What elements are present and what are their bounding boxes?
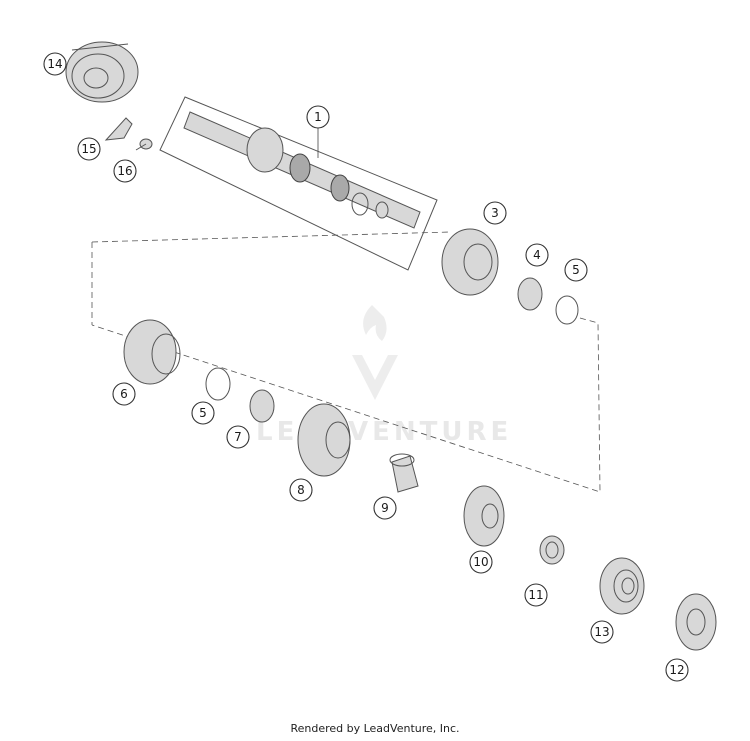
group-outline	[91, 231, 601, 493]
callout-9: 9	[373, 496, 397, 520]
lever-15	[104, 117, 133, 141]
bushing-9	[389, 453, 419, 493]
watermark-text: LEADVENTURE	[256, 417, 512, 447]
callout-13: 13	[590, 620, 614, 644]
callout-5-upper: 5	[564, 258, 588, 282]
svg-text:9: 9	[381, 501, 389, 515]
callout-5-lower: 5	[191, 401, 215, 425]
bearing-13	[599, 557, 645, 615]
callout-6: 6	[112, 382, 136, 406]
callout-11: 11	[524, 583, 548, 607]
svg-text:4: 4	[533, 248, 541, 262]
callout-1: 1	[306, 105, 330, 129]
callout-15: 15	[77, 137, 101, 161]
footer-credit: Rendered by LeadVenture, Inc.	[290, 722, 460, 735]
svg-text:5: 5	[199, 406, 207, 420]
washer-4	[517, 277, 543, 311]
svg-text:14: 14	[47, 57, 62, 71]
circlip-5-lower	[205, 367, 231, 401]
svg-text:11: 11	[528, 588, 543, 602]
callout-8: 8	[289, 478, 313, 502]
svg-text:6: 6	[120, 387, 128, 401]
watermark-logo	[352, 305, 398, 400]
svg-text:7: 7	[234, 430, 242, 444]
svg-text:13: 13	[594, 625, 609, 639]
svg-text:16: 16	[117, 164, 132, 178]
gear-6	[123, 319, 181, 385]
sleeve-11	[539, 535, 565, 565]
gear-3	[441, 228, 499, 296]
callout-7: 7	[226, 425, 250, 449]
svg-text:3: 3	[491, 206, 499, 220]
callout-4: 4	[525, 243, 549, 267]
gear-10	[463, 485, 505, 547]
svg-text:12: 12	[669, 663, 684, 677]
callout-10: 10	[469, 550, 493, 574]
bearing-14	[65, 41, 139, 103]
gear-8	[297, 403, 351, 477]
callout-14: 14	[43, 52, 67, 76]
shaft-1	[183, 111, 421, 229]
shaft-box	[159, 96, 438, 271]
screw-16	[135, 138, 153, 151]
svg-text:8: 8	[297, 483, 305, 497]
svg-text:15: 15	[81, 142, 96, 156]
svg-text:1: 1	[314, 110, 322, 124]
circlip-5-upper	[555, 295, 579, 325]
shim-12	[675, 593, 717, 651]
callout-3: 3	[483, 201, 507, 225]
washer-7	[249, 389, 275, 423]
callout-12: 12	[665, 658, 689, 682]
callout-16: 16	[113, 159, 137, 183]
svg-text:10: 10	[473, 555, 488, 569]
svg-text:5: 5	[572, 263, 580, 277]
